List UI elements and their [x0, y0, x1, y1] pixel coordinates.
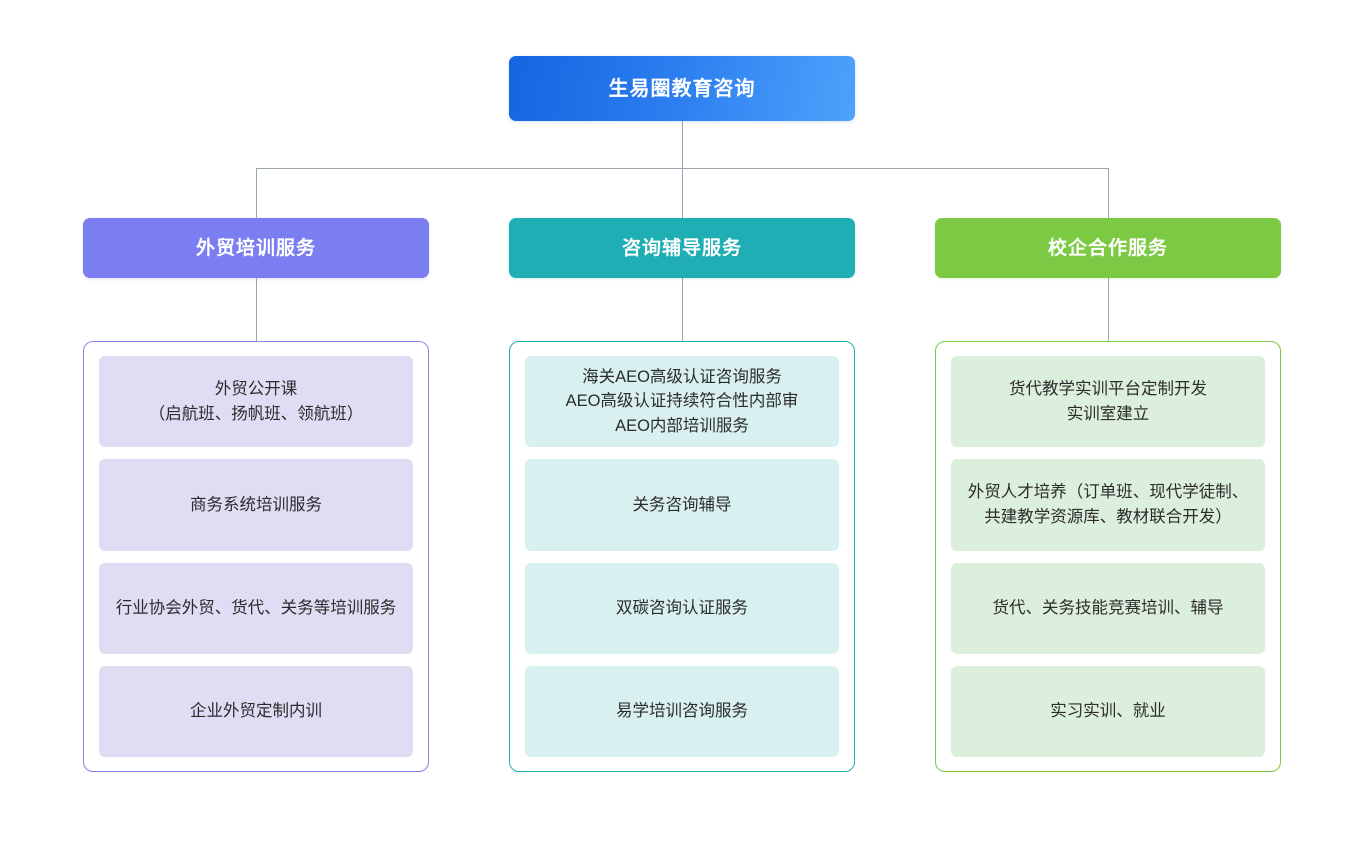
- branch-header-label: 校企合作服务: [1047, 237, 1168, 259]
- connector-root-trunk: [682, 121, 683, 168]
- leaf-card[interactable]: 实习实训、就业: [951, 665, 1265, 757]
- branch-column-consulting-tutoring: 咨询辅导服务: [509, 218, 855, 278]
- leaf-card-label: 外贸公开课 （启航班、扬帆班、领航班）: [148, 379, 364, 423]
- connector-drop-branch-1: [256, 168, 257, 218]
- branch-header-school-enterprise-coop[interactable]: 校企合作服务: [935, 218, 1281, 278]
- leaf-card[interactable]: 关务咨询辅导: [525, 459, 839, 551]
- group-box-consulting-tutoring: 海关AEO高级认证咨询服务 AEO高级认证持续符合性内部审 AEO内部培训服务 …: [509, 341, 855, 772]
- group-box-school-enterprise-coop: 货代教学实训平台定制开发 实训室建立 外贸人才培养（订单班、现代学徒制、共建教学…: [935, 341, 1281, 772]
- branch-column-trade-training: 外贸培训服务: [83, 218, 429, 278]
- leaf-card[interactable]: 外贸人才培养（订单班、现代学徒制、共建教学资源库、教材联合开发）: [951, 459, 1265, 551]
- leaf-card-label: 实习实训、就业: [1050, 702, 1166, 720]
- branch-column-school-enterprise-coop: 校企合作服务: [935, 218, 1281, 278]
- branch-header-trade-training[interactable]: 外贸培训服务: [83, 218, 429, 278]
- group-box-trade-training: 外贸公开课 （启航班、扬帆班、领航班） 商务系统培训服务 行业协会外贸、货代、关…: [83, 341, 429, 772]
- root-node-label: 生易圈教育咨询: [608, 77, 756, 100]
- leaf-card-label: 行业协会外贸、货代、关务等培训服务: [115, 598, 397, 617]
- leaf-card[interactable]: 企业外贸定制内训: [99, 665, 413, 757]
- leaf-card-label: 关务咨询辅导: [632, 495, 732, 514]
- leaf-card[interactable]: 海关AEO高级认证咨询服务 AEO高级认证持续符合性内部审 AEO内部培训服务: [525, 356, 839, 448]
- leaf-card-label: 企业外贸定制内训: [190, 702, 322, 720]
- leaf-card[interactable]: 易学培训咨询服务: [525, 665, 839, 757]
- leaf-card-label: 商务系统培训服务: [190, 495, 322, 514]
- leaf-card[interactable]: 货代教学实训平台定制开发 实训室建立: [951, 356, 1265, 448]
- connector-stem-branch-2: [682, 278, 683, 342]
- leaf-card-label: 双碳咨询认证服务: [616, 598, 748, 617]
- connector-stem-branch-3: [1108, 278, 1109, 342]
- connector-drop-branch-3: [1108, 168, 1109, 218]
- branch-header-consulting-tutoring[interactable]: 咨询辅导服务: [509, 218, 855, 278]
- leaf-card-label: 易学培训咨询服务: [616, 702, 748, 720]
- root-node[interactable]: 生易圈教育咨询: [509, 56, 855, 121]
- leaf-card-label: 海关AEO高级认证咨询服务 AEO高级认证持续符合性内部审 AEO内部培训服务: [565, 367, 799, 436]
- leaf-card-label: 货代教学实训平台定制开发 实训室建立: [1009, 379, 1207, 423]
- leaf-card[interactable]: 双碳咨询认证服务: [525, 562, 839, 654]
- leaf-card[interactable]: 货代、关务技能竞赛培训、辅导: [951, 562, 1265, 654]
- leaf-card[interactable]: 行业协会外贸、货代、关务等培训服务: [99, 562, 413, 654]
- branch-header-label: 外贸培训服务: [195, 237, 316, 259]
- leaf-card-label: 外贸人才培养（订单班、现代学徒制、共建教学资源库、教材联合开发）: [967, 483, 1249, 526]
- leaf-card-label: 货代、关务技能竞赛培训、辅导: [992, 598, 1224, 617]
- leaf-card[interactable]: 商务系统培训服务: [99, 459, 413, 551]
- connector-drop-branch-2: [682, 168, 683, 218]
- branch-header-label: 咨询辅导服务: [621, 237, 742, 259]
- leaf-card[interactable]: 外贸公开课 （启航班、扬帆班、领航班）: [99, 356, 413, 448]
- connector-stem-branch-1: [256, 278, 257, 342]
